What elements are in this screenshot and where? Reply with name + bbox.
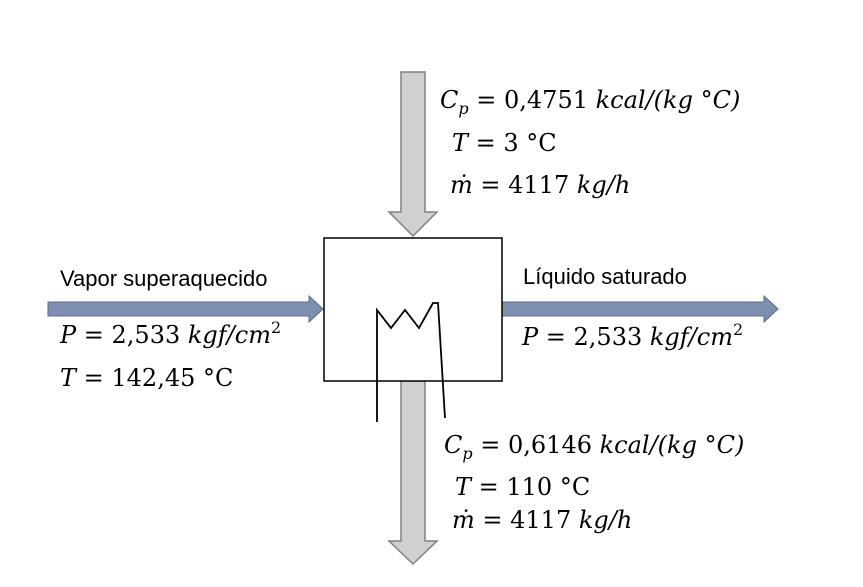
top-m-line: ṁ = 4117 kg/h (450, 171, 630, 199)
left-stream-label: Vapor superaquecido (60, 266, 268, 291)
bottom-cp-line: Cp = 0,6146 kcal/(kg °C) (444, 431, 744, 463)
coolant-inlet-arrow (387, 71, 439, 238)
bottom-t-value: 110 °C (506, 473, 590, 501)
left-p-unit: kgf/cm (188, 321, 271, 349)
bottom-t-line: T = 110 °C (455, 473, 590, 501)
top-t-value: 3 °C (503, 129, 556, 157)
top-cp-value: 0,4751 (504, 86, 588, 114)
heat-exchanger-box (323, 237, 503, 382)
heat-exchanger-coil-icon (376, 302, 446, 422)
bottom-m-unit: kg/h (579, 506, 632, 534)
bottom-m-value: 4117 (510, 506, 571, 534)
condensate-outlet-arrow (501, 294, 779, 324)
bottom-cp-unit: kcal/(kg °C) (600, 431, 745, 459)
right-stream-label: Líquido saturado (523, 264, 687, 289)
bottom-cp-value: 0,6146 (508, 431, 592, 459)
right-p-value: 2,533 (574, 323, 643, 351)
bottom-m-line: ṁ = 4117 kg/h (452, 506, 632, 534)
top-m-value: 4117 (508, 171, 569, 199)
left-p-line: P = 2,533 kgf/cm2 (59, 318, 281, 349)
steam-inlet-arrow (47, 294, 324, 324)
top-cp-line: Cp = 0,4751 kcal/(kg °C) (440, 86, 740, 118)
left-t-value: 142,45 °C (111, 364, 233, 392)
top-m-unit: kg/h (577, 171, 630, 199)
top-cp-unit: kcal/(kg °C) (596, 86, 741, 114)
right-p-unit: kgf/cm (650, 323, 733, 351)
left-t-line: T = 142,45 °C (60, 364, 233, 392)
coolant-outlet-arrow (387, 380, 439, 566)
left-p-exp: 2 (271, 318, 281, 337)
left-p-value: 2,533 (112, 321, 181, 349)
right-p-line: P = 2,533 kgf/cm2 (521, 320, 743, 351)
top-t-line: T = 3 °C (452, 129, 557, 157)
right-p-exp: 2 (733, 320, 743, 339)
